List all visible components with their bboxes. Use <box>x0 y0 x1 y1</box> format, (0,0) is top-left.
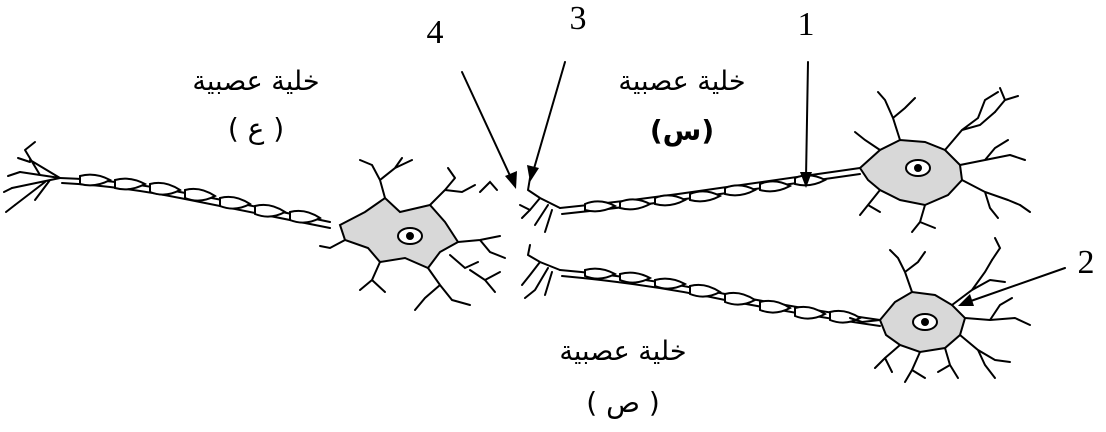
neuron-sad-letter-label: ( ص ) <box>586 386 660 419</box>
neuron-ain-axon-terminals <box>3 141 61 213</box>
neuron-sad-dendrites <box>849 237 1031 383</box>
neuron-sin-letter-label: (س) <box>649 114 715 147</box>
neuron-sin-axon <box>559 167 861 215</box>
number-label-3: 3 <box>569 0 587 37</box>
neuron-ain-letter-label: ( ع ) <box>227 112 285 145</box>
number-label-4: 4 <box>426 14 444 51</box>
number-label-2: 2 <box>1077 244 1095 281</box>
neuron-sin-axon-terminals <box>519 177 561 233</box>
neuron-ain <box>3 141 506 311</box>
neuron-sad-axon-terminals <box>521 244 561 299</box>
arrow-1 <box>805 61 809 179</box>
neuron-sin <box>519 87 1031 233</box>
neuron-ain-axon <box>59 173 331 229</box>
neuron-sin-dendrites <box>854 87 1031 233</box>
neuron-ain-dendrites <box>319 157 506 311</box>
label-arrows <box>461 61 1066 306</box>
neuron-sad-axon <box>559 267 881 327</box>
arrow-2 <box>967 267 1066 303</box>
neuron-ain-name-label: خلية عصبية <box>192 66 320 97</box>
neuron-sad-name-label: خلية عصبية <box>559 336 687 367</box>
arrow-4 <box>461 71 513 181</box>
arrow-3 <box>532 61 566 173</box>
number-label-1: 1 <box>797 6 815 43</box>
neuron-sin-name-label: خلية عصبية <box>618 66 746 97</box>
neuron-sad <box>521 237 1031 383</box>
